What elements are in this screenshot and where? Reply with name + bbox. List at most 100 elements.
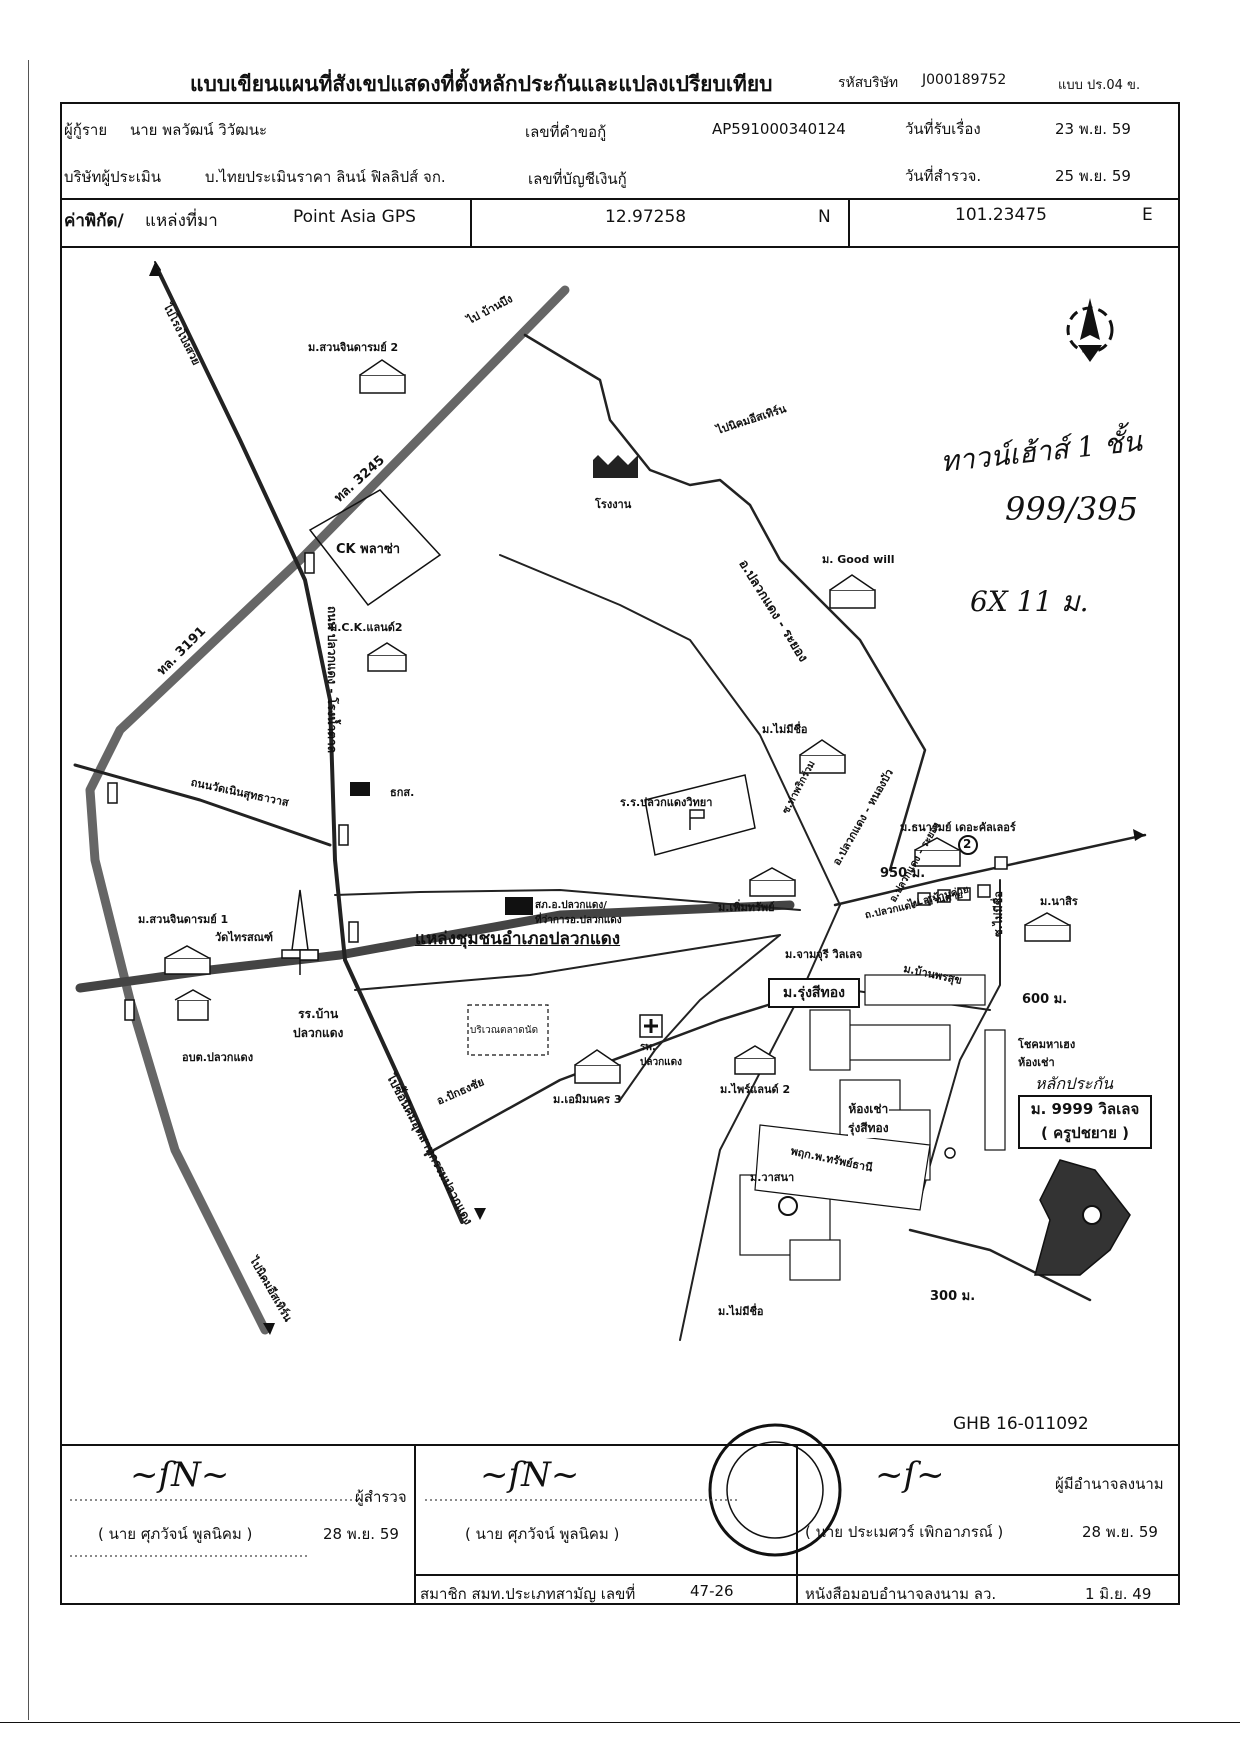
- authorized-signature: ~ſ~: [875, 1455, 945, 1495]
- coord-label: ค่าพิกัด/: [64, 211, 124, 231]
- document-title: แบบเขียนแผนที่สังเขปแสดงที่ตั้งหลักประกั…: [190, 72, 773, 96]
- highway-3245: [85, 285, 570, 1335]
- house-icon-1: [359, 359, 406, 394]
- latitude-value: 12.97258: [605, 207, 687, 227]
- place-label-4: ม.C.K.แลนด์2: [330, 621, 403, 634]
- place-label-8: ร.ร.ปลวกแดงวิทยา: [620, 796, 713, 809]
- request-no-label: เลขที่คำขอกู้: [525, 123, 607, 141]
- marker-1: 1: [1088, 1207, 1097, 1221]
- highway-3191: [75, 900, 795, 993]
- document-number: GHB 16-011092: [953, 1414, 1089, 1434]
- house-icon-7: [914, 837, 961, 867]
- house-icon-9: [574, 1049, 621, 1084]
- place-label-21: รพ. ปลวกแดง: [640, 1042, 682, 1068]
- place-label-13: ม.เพิ่มทรัพย์: [718, 901, 775, 914]
- place-label-1: ม.สวนจินดารมย์ 2: [308, 341, 399, 354]
- longitude-value: 101.23475: [955, 205, 1047, 225]
- document-frame: [60, 102, 1180, 1605]
- handwritten-note-2: 999/395: [1005, 490, 1138, 528]
- handwritten-note-3: 6X 11 ม.: [970, 585, 1089, 618]
- received-date-label: วันที่รับเรื่อง: [905, 120, 981, 138]
- received-date: 23 พ.ย. 59: [1055, 120, 1131, 138]
- company-code-label: รหัสบริษัท: [838, 75, 899, 91]
- place-label-12: สภ.อ.ปลวกแดง/ ที่ว่าการอ.ปลวกแดง: [535, 900, 622, 926]
- authorized-label: ผู้มีอำนาจลงนาม: [1055, 1475, 1164, 1493]
- company-code: J000189752: [922, 72, 1007, 88]
- source-value: Point Asia GPS: [293, 207, 416, 227]
- header-divider-2: [60, 246, 1180, 248]
- place-label-27: ม.วาสนา: [750, 1171, 795, 1184]
- place-label-16: ม.จามจุรี วิลเลจ: [785, 948, 863, 961]
- distance-label-1: 950 ม.: [880, 866, 926, 881]
- scan-edge-line: [0, 1722, 1240, 1723]
- place-label-18: รร.บ้าน ปลวกแดง: [293, 1007, 344, 1040]
- market-area: [467, 1004, 549, 1056]
- handwritten-note-4: หลักประกัน: [1035, 1074, 1114, 1093]
- house-icon-3: [367, 642, 407, 672]
- authorized-date: 28 พ.ย. 59: [1082, 1523, 1158, 1541]
- scan-left-edge: [28, 60, 29, 1720]
- coord-divider-1: [470, 198, 472, 246]
- place-label-6: ม.ไม่มีชื่อ: [762, 723, 808, 736]
- member-number: 47-26: [690, 1582, 734, 1600]
- borrower-name: นาย พลวัฒน์ วิวัฒนะ: [130, 121, 268, 139]
- distance-label-2: 600 ม.: [1022, 992, 1068, 1007]
- surveyor-signature: ~ſN~: [130, 1455, 230, 1495]
- house-icon-2: [829, 574, 876, 609]
- house-icon-10: [734, 1045, 776, 1075]
- surveyor-label: ผู้สำรวจ: [355, 1488, 407, 1506]
- place-label-28: ม.ไม่มีชื่อ: [718, 1305, 764, 1318]
- baac-icon: [350, 782, 370, 796]
- place-label-24: ห้องเช่า รุ่งสีทอง: [848, 1100, 889, 1138]
- place-label-17: ม.รุ่งสีทอง: [768, 978, 860, 1008]
- place-label-23: ม.ไพร์แลนด์ 2: [720, 1083, 791, 1096]
- place-label-15: ม.นาสิร: [1040, 895, 1078, 908]
- place-label-3: CK พลาซ่า: [336, 542, 401, 557]
- flag-icon: [299, 949, 319, 975]
- road-to-market-2: [499, 554, 841, 906]
- house-icon-8: [1024, 912, 1071, 942]
- poa-date: 1 มิ.ย. 49: [1085, 1585, 1152, 1603]
- official-stamp: [708, 1423, 842, 1557]
- borrower-label: ผู้กู้ราย: [64, 121, 108, 139]
- road-west-north: [156, 268, 464, 1224]
- place-label-2: โรงงาน: [595, 498, 632, 511]
- appraiser-signature: ~ſN~: [480, 1455, 580, 1495]
- place-label-9: ม.ธนารมย์ เดอะคัลเลอร์: [900, 821, 1016, 834]
- loan-account-label: เลขที่บัญชีเงินกู้: [528, 170, 627, 188]
- house-icon-5: [164, 945, 211, 975]
- appraiser-name-footer: ( นาย ศุภวัจน์ พูลนิคม ): [465, 1525, 620, 1543]
- place-label-11: วัดไทรสณฑ์: [215, 931, 274, 944]
- hospital-icon: [639, 1014, 663, 1038]
- place-label-19: อบต.ปลวกแดง: [182, 1051, 254, 1064]
- appraiser-label: บริษัทผู้ประเมิน: [64, 168, 162, 186]
- house-icon-4: [799, 739, 846, 774]
- road-market-lower: [354, 934, 781, 991]
- traffic-light-icons: [107, 552, 359, 1021]
- distance-label-3: 300 ม.: [930, 1289, 976, 1304]
- surveyor-date: 28 พ.ย. 59: [323, 1525, 399, 1543]
- form-label: แบบ ปร.04 ข.: [1058, 78, 1141, 93]
- appraiser-name: บ.ไทยประเมินราคา ลินน์ ฟิลลิปส์ จก.: [205, 168, 446, 186]
- pagoda-icon: [281, 889, 319, 959]
- road-pluakdaeng-center: [334, 889, 801, 911]
- road-wat: [73, 763, 332, 847]
- place-label-20: บริเวณตลาดนัด: [470, 1025, 539, 1036]
- marker-2: 2: [963, 837, 972, 851]
- place-label-22: ม.เอมิมนคร 3: [553, 1093, 622, 1106]
- ck-plaza-footprint: [308, 489, 442, 607]
- surveyor-name: ( นาย ศุภวัจน์ พูลนิคม ): [98, 1525, 253, 1543]
- place-label-7: ธกส.: [390, 786, 415, 799]
- road-northeast: [523, 333, 927, 872]
- office-icon: [174, 989, 212, 1021]
- place-label-5: ม. Good will: [822, 553, 895, 566]
- police-icon: [505, 897, 533, 915]
- header-divider-1: [60, 198, 1180, 200]
- road-east: [833, 833, 1147, 907]
- request-no: AP591000340124: [712, 120, 846, 138]
- factory-icon: [593, 455, 638, 478]
- road-lower-diag: [423, 993, 802, 1157]
- road-south-2: [619, 934, 781, 1101]
- place-label-26: ม. 9999 วิลเลจ ( ครูปชยาย ): [1018, 1095, 1152, 1149]
